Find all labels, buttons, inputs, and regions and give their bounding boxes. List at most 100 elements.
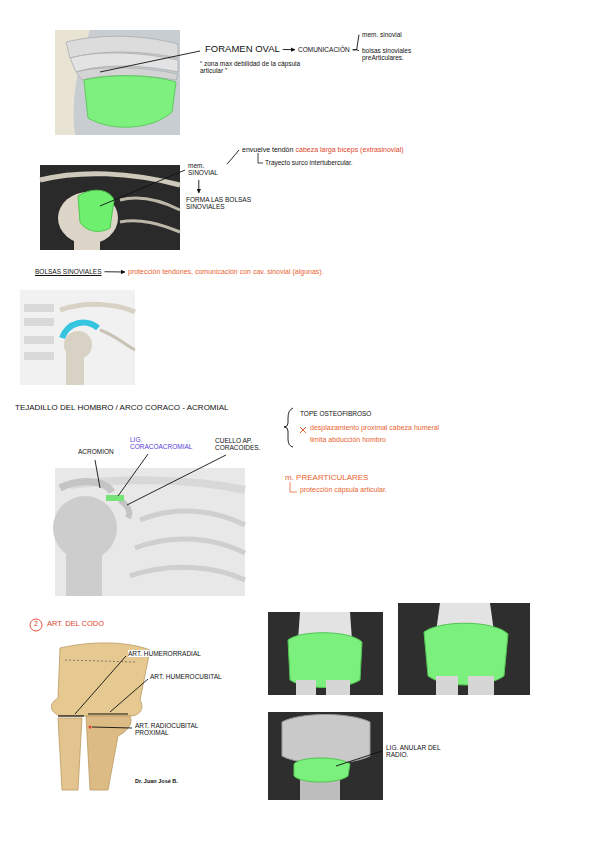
green-membrane bbox=[78, 190, 114, 231]
tiny-label-box bbox=[24, 352, 54, 360]
arrow-connector bbox=[353, 50, 359, 51]
node-text: envuelve tendón bbox=[242, 146, 293, 153]
leader-line bbox=[110, 679, 148, 712]
ulna bbox=[326, 680, 350, 695]
node-text: bolsas sinoviales preArticulares. bbox=[362, 47, 411, 61]
synovial-membrane-image bbox=[40, 165, 185, 250]
rib bbox=[120, 221, 180, 232]
rib bbox=[130, 567, 245, 580]
green-capsule bbox=[288, 633, 362, 688]
leader-line bbox=[336, 751, 382, 766]
note-label: limita abducción hombro bbox=[310, 436, 386, 444]
node-text: FORAMEN OVAL bbox=[205, 43, 280, 54]
bursa bbox=[62, 323, 98, 338]
note-label: ACROMION bbox=[78, 448, 114, 455]
node-text: BOLSAS SINOVIALES bbox=[35, 268, 101, 275]
arrow-connector bbox=[353, 35, 359, 50]
red-mark bbox=[89, 726, 92, 729]
coracoid bbox=[120, 500, 129, 518]
note-label: “ zona max debilidad de la cápsula artic… bbox=[200, 60, 308, 75]
humerus bbox=[74, 230, 100, 250]
acromion bbox=[60, 482, 112, 492]
text-node: envuelve tendóncabeza larga bíceps (extr… bbox=[242, 146, 404, 154]
note-label: m. PREARTICULARES bbox=[285, 473, 368, 482]
node-text: protección tendones, comunicación con ca… bbox=[128, 268, 324, 275]
note-label: 2 bbox=[31, 620, 41, 628]
ulna bbox=[468, 676, 494, 695]
coracoacromial-arch-image bbox=[53, 454, 245, 596]
arrow-connector bbox=[198, 180, 199, 193]
joint-line bbox=[88, 713, 128, 714]
note-label: ART. HUMERORRADIAL bbox=[128, 650, 201, 657]
text-node: mem. sinovial bbox=[362, 31, 402, 38]
tiny-label-box bbox=[24, 304, 54, 312]
note-label: ART. DEL CODO bbox=[47, 620, 104, 629]
shoulder-capsule-image bbox=[55, 30, 200, 135]
note-label: CUELLO AP. CORACOIDES. bbox=[215, 437, 271, 452]
text-node: FORAMEN OVAL bbox=[205, 44, 280, 55]
image-ground bbox=[398, 603, 530, 695]
text-node: FORMA LAS BOLSAS SINOVIALES bbox=[186, 196, 258, 211]
arrow-connector bbox=[104, 271, 125, 272]
humerus-trochlea bbox=[282, 715, 370, 764]
joint-line bbox=[58, 715, 84, 716]
image-ground bbox=[268, 612, 383, 695]
cross-mark bbox=[300, 427, 306, 433]
tiny-label-box bbox=[24, 336, 54, 344]
text-node: bolsas sinoviales preArticulares. bbox=[362, 47, 442, 62]
leader-line bbox=[92, 727, 132, 728]
hook-arrow bbox=[258, 153, 263, 163]
green-capsule bbox=[424, 623, 508, 685]
note-label: TEJADILLO DEL HOMBRO / ARCO CORACO - ACR… bbox=[15, 403, 229, 412]
node-text: cabeza larga bíceps (extrasinovial) bbox=[295, 146, 403, 153]
note-label: protección cápsula articular. bbox=[300, 486, 387, 494]
green-ligament bbox=[106, 495, 124, 501]
note-label: desplazamiento proximal cabeza humeral bbox=[310, 424, 439, 432]
elbow-capsule-image bbox=[268, 612, 383, 695]
note-label: LIG. ANULAR DEL RADIO. bbox=[386, 744, 441, 759]
note-label: TOPE OSTEOFIBROSO bbox=[300, 410, 371, 417]
node-text: mem. sinovial bbox=[362, 31, 402, 38]
image-ground bbox=[268, 712, 383, 800]
note-label: Dr. Juan José B. bbox=[135, 778, 178, 784]
text-node: protección tendones, comunicación con ca… bbox=[128, 268, 324, 276]
image-ground bbox=[20, 290, 135, 385]
arrow-connector bbox=[283, 49, 295, 50]
leader-line bbox=[100, 170, 185, 206]
clavicle bbox=[60, 304, 135, 312]
arrow-connector bbox=[227, 150, 239, 164]
elbow-image bbox=[40, 643, 200, 790]
rib bbox=[140, 511, 245, 525]
brace bbox=[284, 408, 293, 447]
leader-line bbox=[127, 455, 226, 505]
rib bbox=[100, 330, 135, 350]
clavicle bbox=[40, 174, 180, 185]
image-ground bbox=[55, 30, 180, 135]
image-ground bbox=[40, 165, 180, 250]
leader-line bbox=[95, 460, 100, 488]
elbow-capsule-image bbox=[398, 603, 530, 695]
rib bbox=[120, 198, 180, 210]
text-node: mem. SINOVIAL bbox=[188, 162, 224, 177]
leader-line bbox=[118, 454, 148, 496]
text-node: BOLSAS SINOVIALES bbox=[35, 268, 101, 275]
radius bbox=[58, 718, 82, 790]
note-label: LIG. CORACOACROMIAL bbox=[130, 436, 198, 451]
node-text: mem. SINOVIAL bbox=[188, 162, 218, 176]
annular-ligament-image bbox=[268, 712, 383, 800]
bursae-image bbox=[20, 290, 135, 385]
dashed-line bbox=[65, 660, 135, 662]
green-capsule bbox=[84, 76, 176, 127]
annular-ligament bbox=[294, 758, 350, 782]
note-label: ART. HUMEROCUBITAL bbox=[150, 673, 222, 680]
humerus bbox=[66, 550, 102, 596]
text-node: COMUNICACIÓN bbox=[298, 46, 350, 53]
note-label: Trayecto surco intertubercular. bbox=[265, 159, 353, 166]
note-label: ART. RADIOCUBITAL PROXIMAL bbox=[135, 722, 209, 737]
humerus bbox=[66, 350, 84, 385]
tiny-label-box bbox=[24, 318, 54, 326]
leader-line bbox=[100, 51, 200, 72]
radius bbox=[296, 680, 316, 695]
